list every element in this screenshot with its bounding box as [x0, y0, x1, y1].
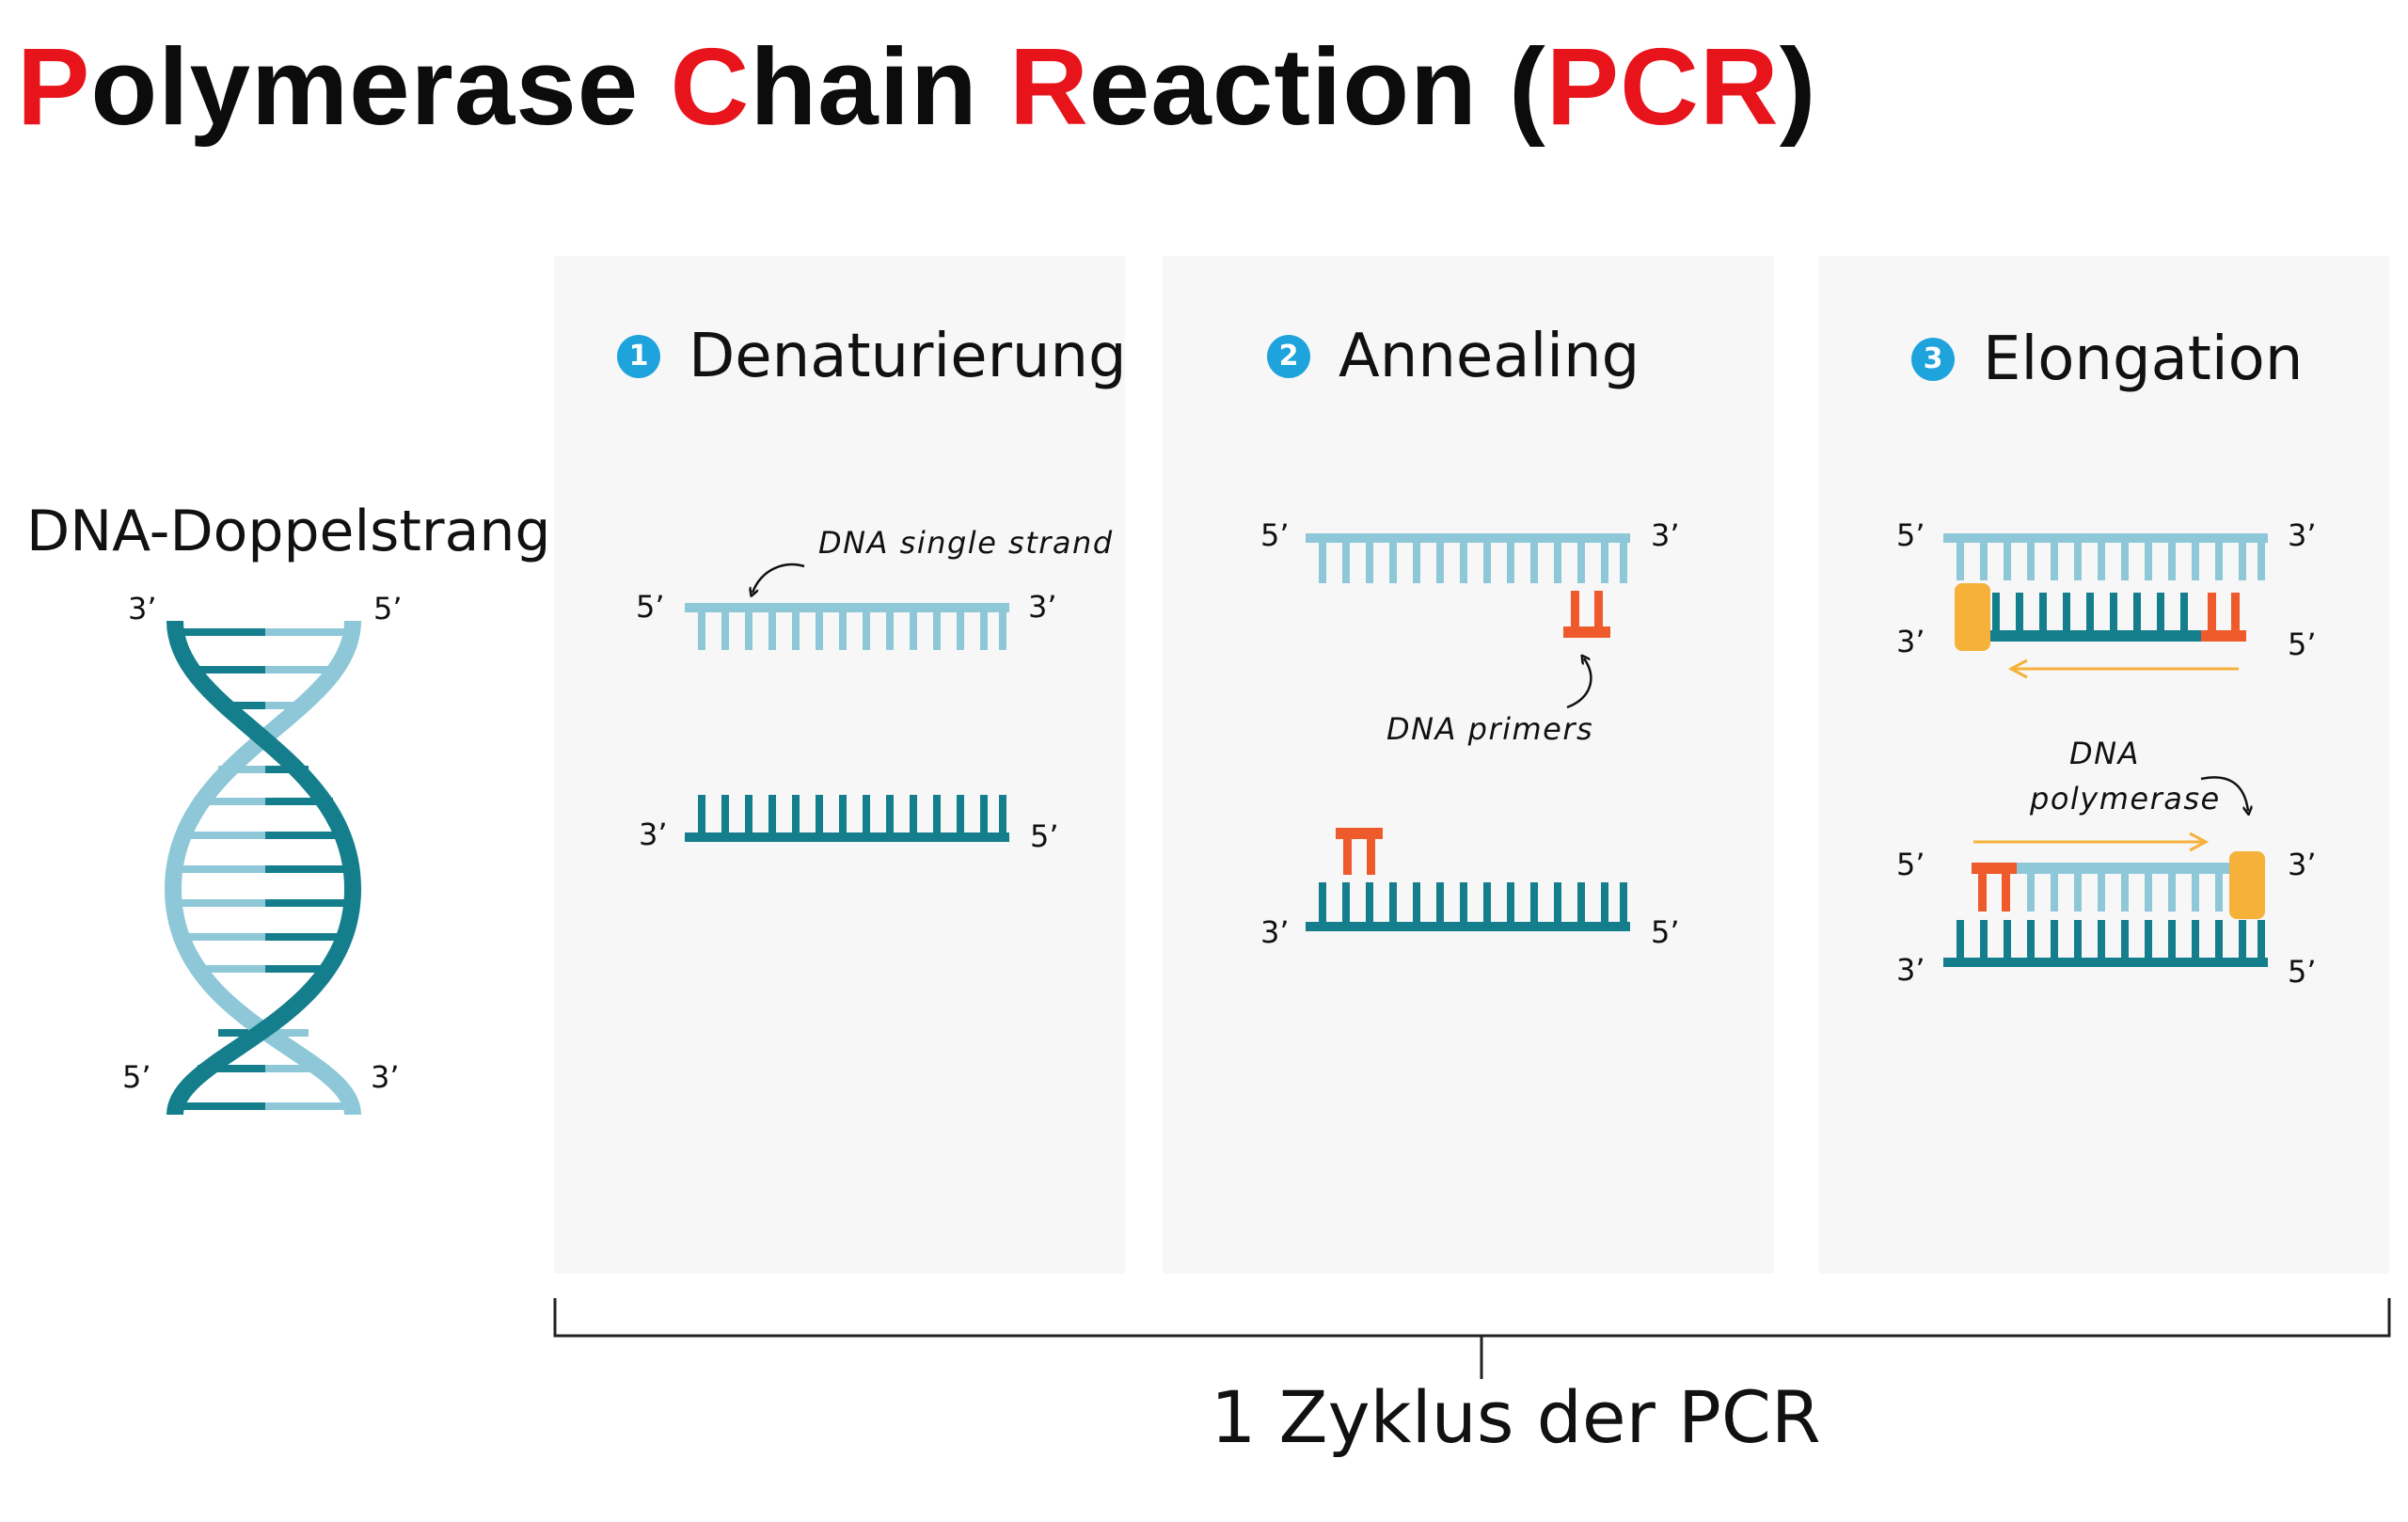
- strand-end-label: 3’: [1896, 952, 1925, 988]
- cycle-bracket: [553, 1298, 2391, 1379]
- title-part: ): [1779, 25, 1817, 148]
- helix-end-label: 3’: [128, 591, 157, 626]
- step-label: Annealing: [1339, 322, 1640, 391]
- strand-end-label: 5’: [636, 589, 665, 625]
- helix-end-label: 5’: [373, 591, 403, 626]
- panel-annealing: [1163, 256, 1774, 1274]
- step-denaturation-header: 1 Denaturierung: [617, 322, 1127, 391]
- step-label: Denaturierung: [689, 322, 1127, 391]
- elongation-lower-new-strand: [1972, 863, 2231, 912]
- strand-end-label: 3’: [639, 816, 668, 852]
- step-number-badge: 3: [1911, 338, 1955, 381]
- panel-elongation: [1819, 256, 2389, 1274]
- annealing-top-strand: [1306, 533, 1630, 583]
- strand-end-label: 3’: [1260, 914, 1290, 950]
- polymerase-lower: [2229, 851, 2265, 919]
- step-elongation-header: 3 Elongation: [1911, 325, 2303, 394]
- title-part: olymerase: [90, 25, 671, 148]
- title-part: P: [17, 25, 91, 148]
- step-label: Elongation: [1983, 325, 2304, 394]
- dna-double-strand-label: DNA-Doppelstrang: [26, 499, 551, 564]
- strand-end-label: 3’: [1028, 589, 1057, 625]
- elongation-lower-template: [1943, 920, 2268, 967]
- primers-note: DNA primers: [1386, 711, 1594, 747]
- helix-end-label: 5’: [122, 1059, 151, 1095]
- title-part: eaction (: [1088, 25, 1546, 148]
- strand-end-label: 5’: [2288, 626, 2317, 662]
- polymerase-note-line1: DNA: [2069, 736, 2140, 771]
- title-part: C: [670, 25, 751, 148]
- title-part: PCR: [1545, 25, 1780, 148]
- strand-end-label: 3’: [2288, 847, 2317, 882]
- elongation-upper-new-strand: [1985, 593, 2246, 642]
- primer-bottom: [1336, 828, 1383, 875]
- elongation-lower-direction-arrow: [1973, 832, 2210, 852]
- polymerase-arrow: [2200, 776, 2248, 811]
- strand-end-label: 3’: [1896, 624, 1925, 659]
- polymerase-note-line2: polymerase: [2030, 781, 2221, 816]
- dna-double-helix: [164, 620, 362, 1117]
- polymerase-upper: [1955, 583, 1990, 651]
- primer-top: [1563, 591, 1610, 638]
- strand-end-label: 5’: [1030, 818, 1059, 854]
- elongation-upper-direction-arrow: [2007, 658, 2239, 679]
- annealing-bottom-strand: [1306, 882, 1630, 931]
- strand-end-label: 5’: [1651, 914, 1680, 950]
- strand-end-label: 5’: [1896, 517, 1925, 553]
- primers-arrow: [1566, 658, 1592, 709]
- strand-end-label: 5’: [2288, 954, 2317, 990]
- step-number-badge: 1: [617, 335, 660, 378]
- elongation-upper-template: [1943, 533, 2268, 580]
- cycle-label: 1 Zyklus der PCR: [1211, 1375, 1821, 1459]
- panel-denaturation: [554, 256, 1125, 1274]
- title-part: hain: [750, 25, 1010, 148]
- single-strand-arrow: [752, 563, 805, 593]
- helix-backbone-light: [164, 620, 361, 1117]
- denaturation-bottom-strand: [685, 795, 1009, 842]
- strand-end-label: 5’: [1260, 517, 1290, 553]
- strand-end-label: 3’: [2288, 517, 2317, 553]
- page-title: Polymerase Chain Reaction (PCR): [17, 21, 1816, 152]
- step-annealing-header: 2 Annealing: [1267, 322, 1640, 391]
- title-part: R: [1009, 25, 1089, 148]
- single-strand-note: DNA single strand: [818, 525, 1114, 561]
- step-number-badge: 2: [1267, 335, 1310, 378]
- helix-backbone-dark: [166, 620, 362, 1117]
- strand-end-label: 5’: [1896, 847, 1925, 882]
- denaturation-top-strand: [685, 603, 1009, 650]
- strand-end-label: 3’: [1651, 517, 1680, 553]
- helix-end-label: 3’: [371, 1059, 400, 1095]
